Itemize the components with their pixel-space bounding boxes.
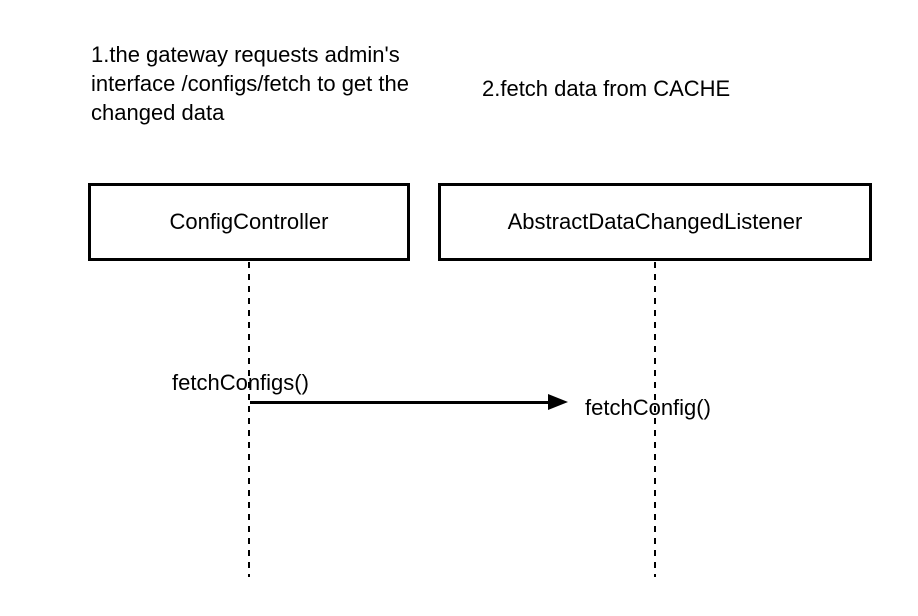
- message-label-fetchconfigs: fetchConfigs(): [172, 370, 309, 395]
- annotation-gateway-request: 1.the gateway requests admin's interface…: [91, 42, 409, 125]
- participant-box-abstractdatachangedlistener: AbstractDataChangedListener: [438, 183, 872, 261]
- message-label-fetchconfig: fetchConfig(): [585, 395, 711, 420]
- arrowhead-icon: [548, 394, 568, 410]
- participant-box-configcontroller: ConfigController: [88, 183, 410, 261]
- lifeline-configcontroller: [248, 262, 250, 577]
- message-arrow-line: [250, 401, 549, 404]
- participant-label-configcontroller: ConfigController: [169, 209, 329, 234]
- participant-label-abstractdatachangedlistener: AbstractDataChangedListener: [507, 209, 803, 234]
- annotation-fetch-cache: 2.fetch data from CACHE: [482, 76, 731, 101]
- lifeline-abstractdatachangedlistener: [654, 262, 656, 577]
